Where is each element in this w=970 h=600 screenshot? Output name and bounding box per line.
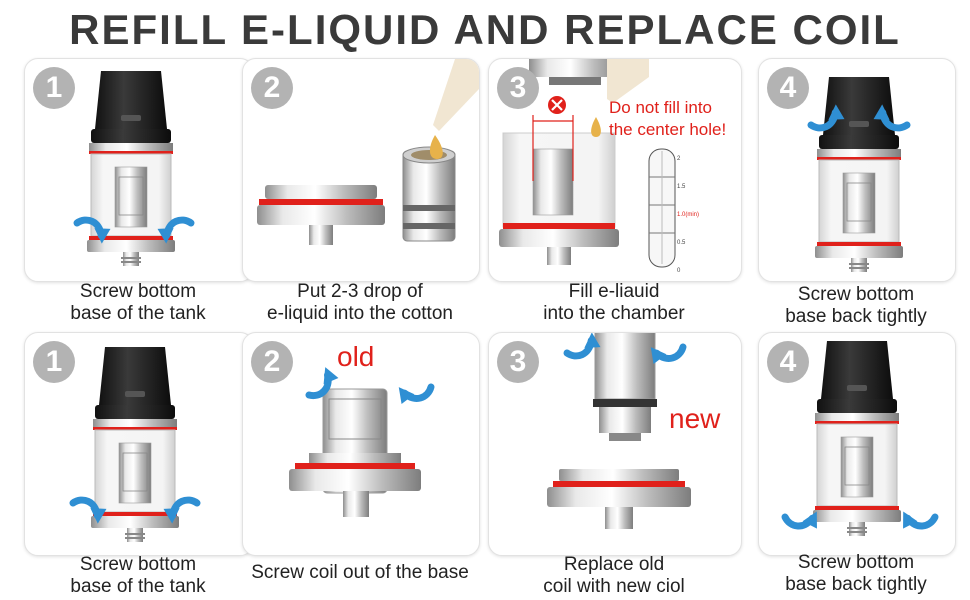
step-number-badge: 3 <box>497 341 539 383</box>
gauge-scale-labels: 2 1.5 1.0(min) 0.5 0 <box>677 145 700 281</box>
old-label: old <box>337 341 375 372</box>
step-number-badge: 1 <box>33 67 75 109</box>
step-caption: Screw bottom base of the tank <box>70 281 206 324</box>
gauge-tick-0.5: 0.5 <box>677 240 686 246</box>
step-caption: Put 2-3 drop of e-liquid into the cotton <box>267 281 453 324</box>
step-card-r1-4: 4 <box>758 58 956 282</box>
gauge-tick-1.5: 1.5 <box>677 184 686 190</box>
warning-text: Do not fill into the center hole! <box>609 98 727 139</box>
step-number-badge: 4 <box>767 67 809 109</box>
coil-cotton-illustration <box>257 59 479 245</box>
new-label: new <box>669 403 721 434</box>
step-caption: Screw bottom base back tightly <box>785 284 927 327</box>
step-card-r1-3: 3 Do not fill into the center hole! 2 1.… <box>488 58 742 282</box>
step-card-r2-1: 1 <box>24 332 254 556</box>
step-card-r2-4: 4 <box>758 332 956 556</box>
step-number-badge: 2 <box>251 341 293 383</box>
step-caption: Replace old coil with new ciol <box>543 554 685 597</box>
gauge-tick-2: 2 <box>677 156 681 162</box>
step-card-r2-3: 3 new <box>488 332 742 556</box>
fill-chamber-illustration <box>499 59 676 268</box>
gauge-tick-0: 0 <box>677 268 681 274</box>
step-caption: Fill e-liauid into the chamber <box>543 281 685 324</box>
step-caption: Screw coil out of the base <box>251 562 469 583</box>
step-number-badge: 2 <box>251 67 293 109</box>
old-coil-illustration <box>289 333 479 517</box>
step-card-r1-2: 2 <box>242 58 480 282</box>
step-number-badge: 4 <box>767 341 809 383</box>
step-number-badge: 1 <box>33 341 75 383</box>
step-number-badge: 3 <box>497 67 539 109</box>
step-caption: Screw bottom base of the tank <box>70 554 206 597</box>
page-title: REFILL E-LIQUID AND REPLACE COIL <box>69 6 901 53</box>
step-card-r2-2: 2 old <box>242 332 480 556</box>
step-card-r1-1: 1 <box>24 58 254 282</box>
gauge-tick-min: 1.0(min) <box>677 212 700 218</box>
new-coil-illustration <box>547 333 691 529</box>
step-caption: Screw bottom base back tightly <box>785 552 927 595</box>
